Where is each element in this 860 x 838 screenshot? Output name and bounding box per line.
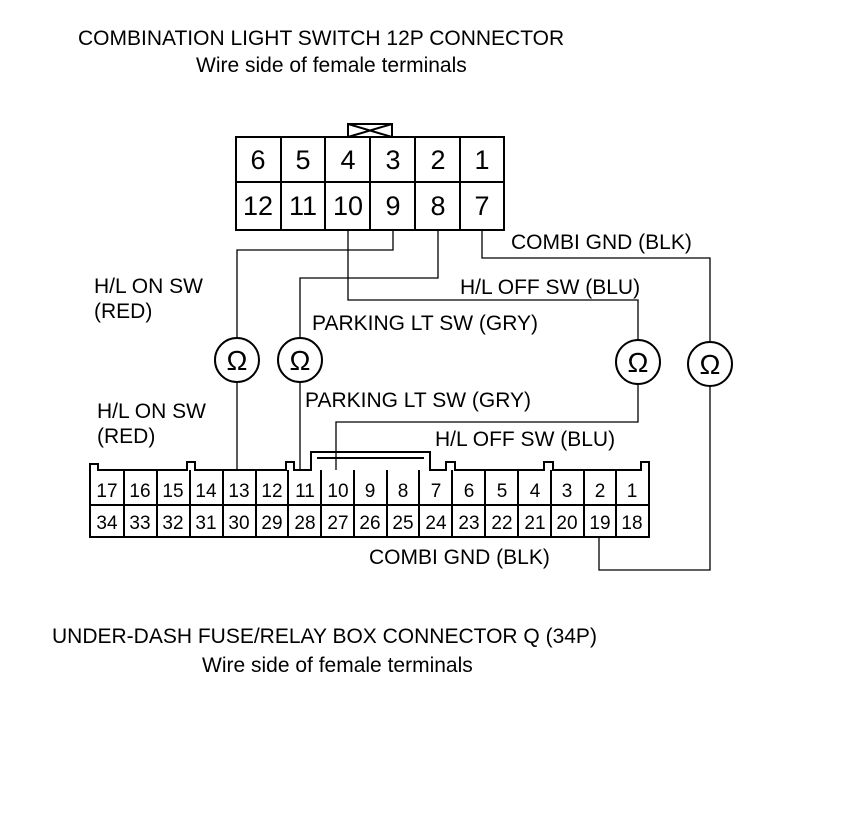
pin-label: 27 [327,513,348,534]
parking-lt-sw-label: PARKING LT SW (GRY) [305,389,531,412]
top-connector-pin-labels: 6 5 4 3 2 1 12 11 10 9 8 7 [243,145,490,221]
ohmmeter-hl-on-sw: Ω [214,337,260,383]
hl-on-sw-color: (RED) [97,425,155,448]
hl-on-sw-wire [236,230,394,338]
pin-label: 3 [385,145,400,175]
ohmmeter-parking-lt-sw: Ω [277,337,323,383]
combi-gnd-wire [481,230,711,342]
pin-label: 5 [497,481,508,502]
pin-label: 11 [289,191,317,221]
wire-labels: H/L ON SW (RED) H/L ON SW (RED) COMBI GN… [94,231,692,569]
ohmmeter-hl-off-sw: Ω [615,339,661,385]
pin-label: 9 [365,481,376,502]
hl-off-sw-wire [335,384,639,470]
pin-label: 4 [530,481,541,502]
pin-label: 34 [96,513,118,534]
bottom-connector-pin-labels: 17 16 15 14 13 12 11 10 9 8 7 6 5 4 3 2 … [96,481,642,534]
top-connector-title: COMBINATION LIGHT SWITCH 12P CONNECTOR [78,27,565,50]
pin-label: 25 [392,513,413,534]
pin-label: 30 [228,513,249,534]
pin-label: 31 [195,513,216,534]
top-connector-subtitle: Wire side of female terminals [196,54,467,77]
hl-on-sw-label: H/L ON SW [97,400,206,423]
parking-lt-sw-label: PARKING LT SW (GRY) [312,312,538,335]
ohm-icon: Ω [290,345,311,376]
pin-label: 13 [228,481,249,502]
pin-label: 33 [129,513,150,534]
hl-on-sw-label: H/L ON SW [94,275,203,298]
pin-label: 17 [96,481,117,502]
pin-label: 10 [333,191,363,221]
parking-lt-sw-wire [299,230,439,338]
bottom-connector-subtitle: Wire side of female terminals [202,654,473,677]
combination-light-switch-connector [235,123,505,231]
pin-label: 2 [595,481,606,502]
hl-off-sw-label: H/L OFF SW (BLU) [435,428,615,451]
pin-label: 18 [621,513,642,534]
pin-label: 9 [385,191,400,221]
ohmmeter-combi-gnd: Ω [687,341,733,387]
pin-label: 8 [398,481,409,502]
pin-label: 12 [243,191,273,221]
ohm-icon: Ω [700,349,721,380]
fuse-relay-box-connector [89,451,650,538]
pin-label: 4 [340,145,355,175]
pin-label: 21 [524,513,545,534]
ohm-icon: Ω [227,345,248,376]
pin-label: 15 [162,481,183,502]
ohm-icon: Ω [628,347,649,378]
pin-label: 16 [129,481,150,502]
pin-label: 3 [562,481,573,502]
pin-label: 19 [589,513,610,534]
pin-label: 26 [359,513,380,534]
pin-label: 7 [431,481,442,502]
pin-label: 22 [491,513,512,534]
combi-gnd-label: COMBI GND (BLK) [511,231,692,254]
combi-gnd-label: COMBI GND (BLK) [369,546,550,569]
pin-label: 28 [294,513,315,534]
pin-label: 10 [327,481,348,502]
pin-label: 29 [261,513,282,534]
pin-label: 32 [162,513,183,534]
pin-label: 6 [250,145,265,175]
combi-gnd-wire [598,386,711,571]
pin-label: 2 [430,145,445,175]
pin-label: 1 [627,481,638,502]
pin-label: 20 [556,513,577,534]
hl-on-sw-color: (RED) [94,300,152,323]
pin-label: 14 [195,481,217,502]
pin-label: 12 [261,481,282,502]
hl-off-sw-label: H/L OFF SW (BLU) [460,276,640,299]
pin-label: 5 [295,145,310,175]
pin-label: 23 [458,513,479,534]
pin-label: 11 [295,481,315,502]
pin-label: 8 [430,191,445,221]
bottom-connector-title: UNDER-DASH FUSE/RELAY BOX CONNECTOR Q (3… [52,625,597,648]
pin-label: 6 [464,481,475,502]
pin-label: 7 [474,191,489,221]
pin-label: 1 [474,145,489,175]
pin-label: 24 [425,513,447,534]
hl-off-sw-wire [347,230,639,340]
